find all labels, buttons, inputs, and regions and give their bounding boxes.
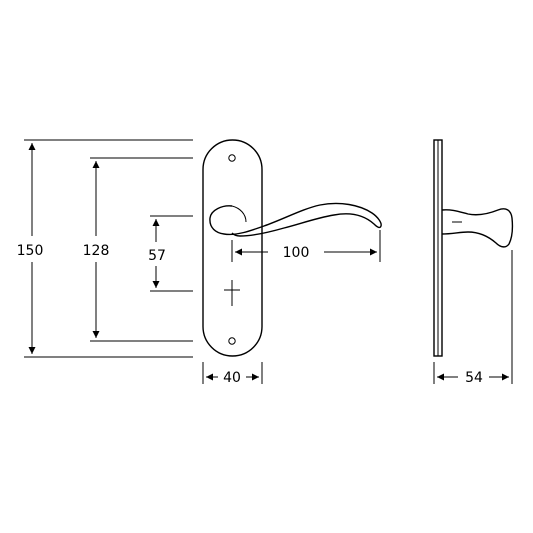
lever-handle bbox=[209, 202, 382, 237]
dimension-spindle-offset: 57 bbox=[148, 215, 193, 292]
dimension-label-40: 40 bbox=[223, 370, 241, 386]
bottom-screw-hole bbox=[228, 337, 236, 345]
dimension-overall-height: 150 bbox=[17, 139, 193, 358]
dimension-plate-width: 40 bbox=[202, 362, 263, 386]
front-view bbox=[202, 139, 382, 357]
dimension-projection: 54 bbox=[433, 250, 513, 386]
dimension-handle-length: 100 bbox=[231, 230, 381, 262]
side-view bbox=[433, 139, 514, 357]
dimension-label-57: 57 bbox=[148, 248, 166, 264]
dimension-label-150: 150 bbox=[17, 243, 44, 259]
dimension-label-100: 100 bbox=[283, 245, 310, 261]
side-lever-profile bbox=[441, 208, 514, 248]
back-plate bbox=[202, 139, 263, 357]
lever-neck bbox=[231, 205, 247, 223]
dimension-label-128: 128 bbox=[83, 243, 110, 259]
dimension-label-54: 54 bbox=[465, 370, 483, 386]
top-screw-hole bbox=[228, 154, 236, 162]
dimension-hole-spacing: 128 bbox=[83, 157, 193, 342]
